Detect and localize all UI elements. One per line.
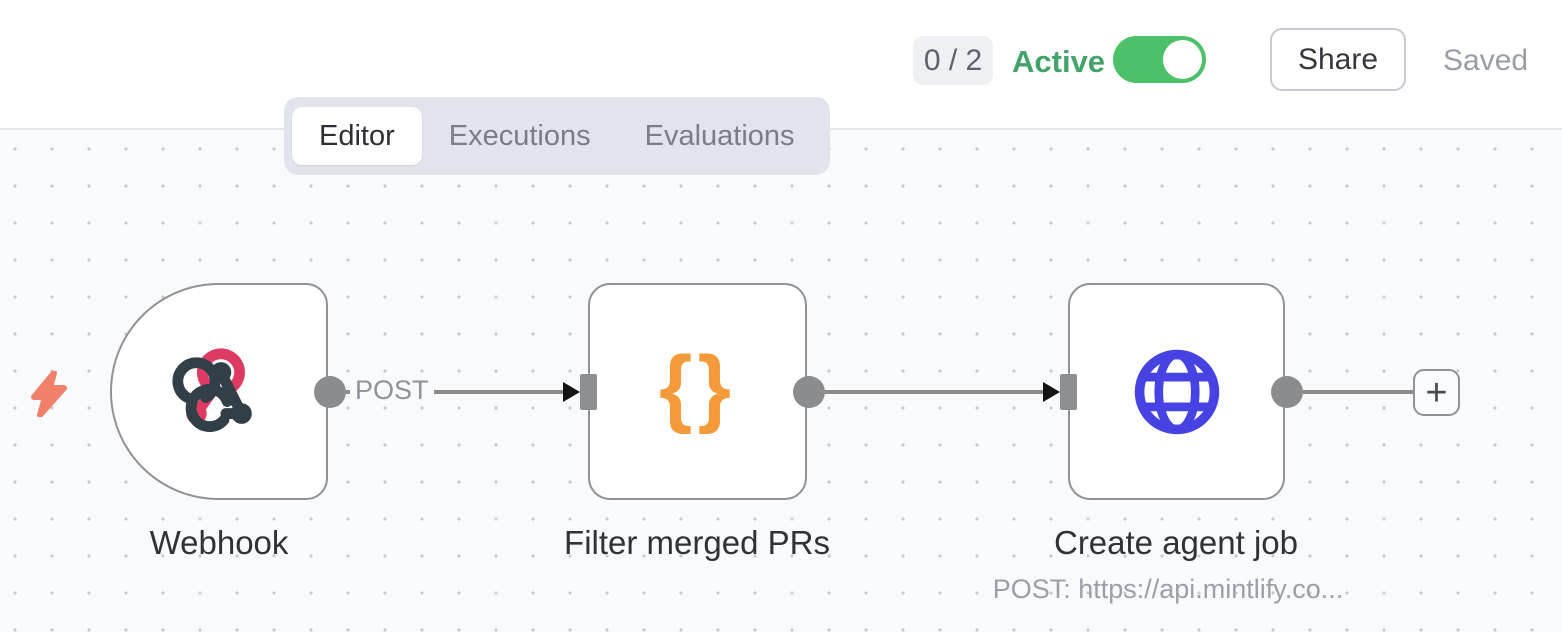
globe-icon <box>1134 349 1219 434</box>
connection-arrow-icon <box>563 382 580 402</box>
connection-webhook-filter[interactable] <box>346 390 563 394</box>
node-webhook[interactable] <box>110 283 328 500</box>
active-label: Active <box>1012 44 1106 79</box>
connection-http-add[interactable] <box>1303 390 1415 394</box>
issues-counter-badge[interactable]: 0 / 2 <box>913 36 993 85</box>
saved-status: Saved <box>1443 44 1529 77</box>
curly-braces-icon: {} <box>659 338 736 435</box>
output-endpoint-http[interactable] <box>1271 376 1303 408</box>
node-label-http: Create agent job <box>1053 524 1298 561</box>
webhook-icon <box>172 347 252 432</box>
node-filter-merged-prs[interactable]: {} <box>588 283 807 500</box>
node-label-filter: Filter merged PRs <box>564 524 830 561</box>
connection-arrow-icon <box>1043 382 1060 402</box>
input-endpoint-filter[interactable] <box>580 374 597 410</box>
tab-editor[interactable]: Editor <box>292 107 422 165</box>
connection-filter-http[interactable] <box>825 390 1043 394</box>
node-label-webhook: Webhook <box>149 524 289 561</box>
node-create-agent-job[interactable] <box>1068 283 1285 500</box>
toggle-knob <box>1163 40 1202 79</box>
active-toggle[interactable] <box>1113 36 1206 83</box>
node-sublabel-http: POST: https://api.mintlify.co... <box>992 574 1344 604</box>
tab-executions[interactable]: Executions <box>448 119 591 152</box>
input-endpoint-http[interactable] <box>1060 374 1077 410</box>
add-node-button[interactable]: + <box>1413 369 1460 416</box>
workflow-canvas[interactable]: {} POST + Webhook Filter merged PRs Crea… <box>0 130 1562 632</box>
view-tabs: Editor Executions Evaluations <box>284 97 830 175</box>
share-button[interactable]: Share <box>1270 28 1406 91</box>
output-endpoint-filter[interactable] <box>793 376 825 408</box>
lightning-bolt-icon <box>31 371 67 417</box>
connection-post-label: POST <box>350 375 434 406</box>
tab-evaluations[interactable]: Evaluations <box>644 119 795 152</box>
output-endpoint-webhook[interactable] <box>314 376 346 408</box>
